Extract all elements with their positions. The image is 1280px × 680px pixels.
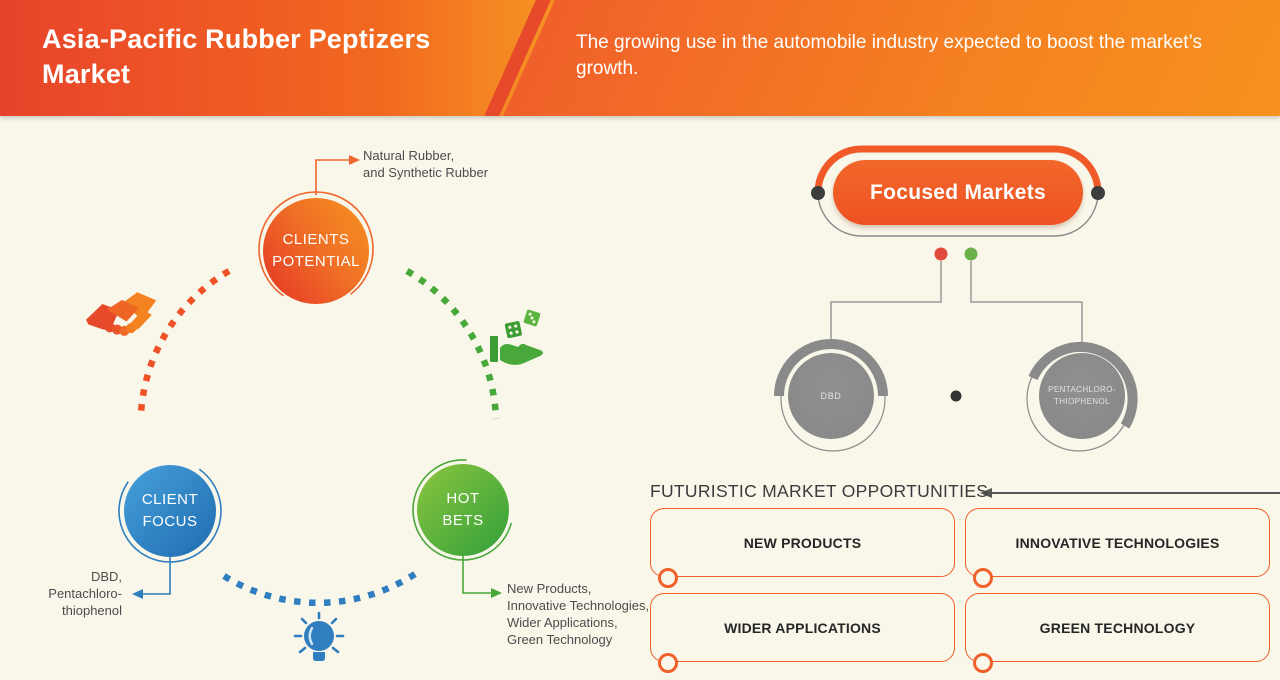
arrow-left-icon	[132, 589, 143, 599]
opportunity-label: GREEN TECHNOLOGY	[1039, 619, 1196, 636]
hot-bets-connector	[462, 556, 492, 594]
opportunity-label: WIDER APPLICATIONS	[724, 619, 881, 636]
client-focus-bubble: CLIENT FOCUS	[124, 465, 216, 557]
branch-dot-green	[964, 247, 978, 261]
clients-potential-annotation: Natural Rubber, and Synthetic Rubber	[363, 148, 489, 180]
branch-line-right	[970, 261, 1083, 345]
opportunity-box-green-technology: GREEN TECHNOLOGY	[965, 593, 1270, 673]
cycle-arc-orange	[137, 268, 231, 414]
cycle-arc-green	[405, 268, 500, 420]
opportunity-box-wider-applications: WIDER APPLICATIONS	[650, 593, 955, 673]
corner-ring-icon	[973, 653, 993, 673]
focused-markets-top-arc	[814, 145, 1102, 193]
opportunities-heading: FUTURISTIC MARKET OPPORTUNITIES	[650, 481, 989, 501]
corner-ring-icon	[973, 568, 993, 588]
page-subtitle: The growing use in the automobile indust…	[576, 32, 1202, 80]
client-focus-connector	[142, 557, 171, 595]
page-title: Asia-Pacific Rubber Peptizers Market	[42, 24, 431, 90]
pentachloro-thick-arc	[1028, 341, 1138, 429]
market-bubble-pentachlorothiophenol: PENTACHLORO- THIOPHENOL	[1039, 353, 1125, 439]
client-focus-ring	[118, 459, 222, 563]
clients-potential-bubble: CLIENTS POTENTIAL	[263, 198, 369, 304]
market-bubble-dbd-label: DBD	[820, 391, 842, 401]
clients-potential-connector	[315, 159, 350, 195]
client-focus-label: CLIENT FOCUS	[141, 491, 199, 530]
lightbulb-icon	[293, 611, 345, 661]
hot-bets-ring	[412, 459, 514, 561]
opportunity-label: INNOVATIVE TECHNOLOGIES	[1015, 534, 1220, 551]
corner-ring-icon	[658, 653, 678, 673]
handshake-icon	[85, 292, 157, 336]
market-bubble-dbd: DBD	[788, 353, 874, 439]
opportunity-box-new-products: NEW PRODUCTS	[650, 508, 955, 588]
arrow-right-icon	[349, 155, 360, 165]
hot-bets-bubble: HOT BETS	[417, 464, 509, 556]
focused-markets-title: Focused Markets	[869, 180, 1047, 204]
opportunity-label: NEW PRODUCTS	[743, 534, 862, 551]
focused-markets-pill: Focused Markets	[833, 160, 1083, 225]
branch-line-left	[830, 261, 942, 345]
dbd-thick-arc	[774, 339, 888, 397]
center-dot	[950, 390, 962, 402]
hot-bets-label: HOT BETS	[442, 490, 484, 529]
corner-ring-icon	[658, 568, 678, 588]
arrow-right-icon	[491, 588, 502, 598]
clients-potential-label: CLIENTS POTENTIAL	[272, 231, 360, 270]
outline-left-dot	[811, 186, 825, 200]
dice-hand-icon	[490, 309, 543, 365]
market-bubble-pentachlorothiophenol-label: PENTACHLORO- THIOPHENOL	[1048, 385, 1116, 406]
cycle-arc-blue	[222, 571, 417, 607]
opportunity-box-innovative-technologies: INNOVATIVE TECHNOLOGIES	[965, 508, 1270, 588]
header-banner: Asia-Pacific Rubber Peptizers Market The…	[0, 0, 1280, 116]
client-focus-annotation: DBD, Pentachloro- thiophenol	[48, 569, 122, 618]
outline-right-dot	[1091, 186, 1105, 200]
arrow-left-icon	[980, 488, 992, 498]
hot-bets-annotation: New Products, Innovative Technologies, W…	[507, 581, 650, 647]
branch-dot-red	[934, 247, 948, 261]
